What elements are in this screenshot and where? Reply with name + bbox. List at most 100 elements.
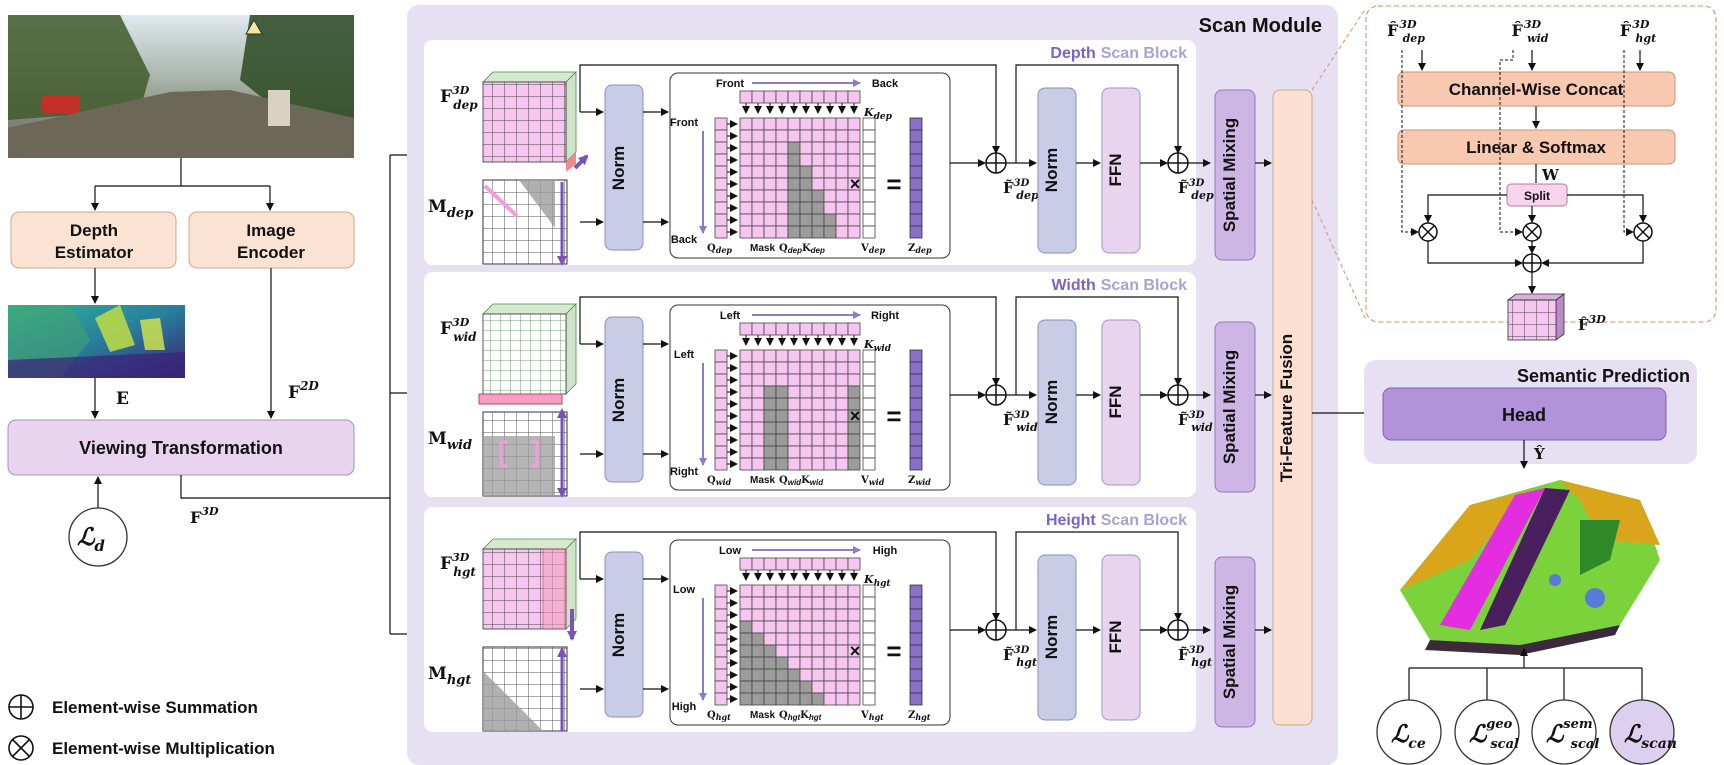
mask-cell (739, 141, 753, 155)
tri-feature-fusion-box (1272, 89, 1313, 726)
mask-cell (847, 596, 861, 610)
mask-cell (751, 213, 765, 227)
mask-cell (775, 433, 789, 447)
mask-cell (811, 129, 825, 143)
cube-top (482, 538, 577, 550)
depth-ffn-label: FFN (1106, 153, 1125, 186)
mask-cell (751, 644, 765, 658)
V-cell (862, 668, 876, 682)
mask-cell (811, 608, 825, 622)
width-M-label: Mwid (428, 429, 472, 453)
Z-cell (909, 457, 923, 471)
height-norm-box (604, 551, 644, 718)
axis-top-left: Low (719, 545, 741, 557)
axis-left-top: Front (670, 117, 698, 129)
mask-cell (811, 373, 825, 387)
mask-cell (847, 129, 861, 143)
depth-norm-label: Norm (609, 146, 628, 190)
mask-cell (823, 445, 837, 459)
mask-shade (483, 671, 543, 731)
text-part: 3D (1014, 178, 1030, 189)
Z-cell (909, 349, 923, 363)
mask-cell (811, 433, 825, 447)
mask-cell (835, 225, 849, 239)
Z-cell (909, 644, 923, 658)
mask-path (483, 184, 519, 218)
mask-cell (787, 620, 801, 634)
mask-cell (787, 457, 801, 471)
text-part: ℒ (1624, 719, 1643, 748)
text-part: hgt (716, 712, 731, 722)
loss-circle (1609, 699, 1675, 765)
mask-cell (823, 373, 837, 387)
cube-side (565, 71, 577, 163)
Q-cell (714, 620, 728, 634)
text-part: Q (707, 475, 716, 486)
height-M-label: Mhgt (428, 664, 471, 688)
axis-left-bottom: Right (670, 466, 698, 478)
Z-cell (909, 189, 923, 203)
mask-cell (847, 457, 861, 471)
Z-cell (909, 373, 923, 387)
mask-cell (775, 445, 789, 459)
Z-cell (909, 433, 923, 447)
mask-cell (739, 608, 753, 622)
mask-cell (835, 213, 849, 227)
text-part: 3D (452, 84, 470, 97)
mask-cell (739, 189, 753, 203)
mask-cell (811, 680, 825, 694)
text-part: hgt (788, 713, 801, 722)
mask-cell (787, 177, 801, 191)
V-cell (862, 153, 876, 167)
residual-connector (1015, 531, 1182, 630)
mask-cell (811, 117, 825, 131)
mask-cell (835, 201, 849, 215)
mask-cell (739, 373, 753, 387)
Z-cell (909, 584, 923, 598)
mask-cell (835, 433, 849, 447)
mask-cell (811, 177, 825, 191)
mask-cell (775, 225, 789, 239)
text-part: 3D (1189, 410, 1205, 421)
mask-cell (763, 225, 777, 239)
mask-cell (799, 596, 813, 610)
mask-cell (775, 213, 789, 227)
depth-spatial-mixing-label: Spatial Mixing (1220, 118, 1239, 232)
mask-cell (835, 632, 849, 646)
mask-cell (811, 445, 825, 459)
text-part: wid (869, 477, 885, 487)
Q-cell (714, 596, 728, 610)
text-part: Q (779, 475, 788, 486)
text-part: dep (1016, 189, 1039, 202)
mask-cell (751, 349, 765, 363)
mask-cell (787, 201, 801, 215)
mask-cell (775, 165, 789, 179)
Q-cell (714, 213, 728, 227)
Q-cell (714, 189, 728, 203)
mask-cell (811, 361, 825, 375)
mask-cell (787, 608, 801, 622)
K-label: Kwid (863, 338, 892, 354)
mask-cell (739, 201, 753, 215)
mask-cell (775, 129, 789, 143)
mask-cell (763, 620, 777, 634)
mask-cell (787, 129, 801, 143)
K-cell (751, 322, 765, 336)
mask-cell (751, 153, 765, 167)
mask-cell (847, 153, 861, 167)
mask-cell (835, 397, 849, 411)
mask-cell (751, 177, 765, 191)
mask-cell (823, 656, 837, 670)
width-norm2-box (1037, 319, 1077, 486)
mask-cell (847, 373, 861, 387)
K-cell (823, 557, 837, 571)
mask-cell (739, 433, 753, 447)
mask-cell (739, 397, 753, 411)
Q-cell (714, 584, 728, 598)
mask-cell (847, 117, 861, 131)
axis-top-right: Right (871, 310, 899, 322)
text-part: hgt (447, 673, 472, 688)
